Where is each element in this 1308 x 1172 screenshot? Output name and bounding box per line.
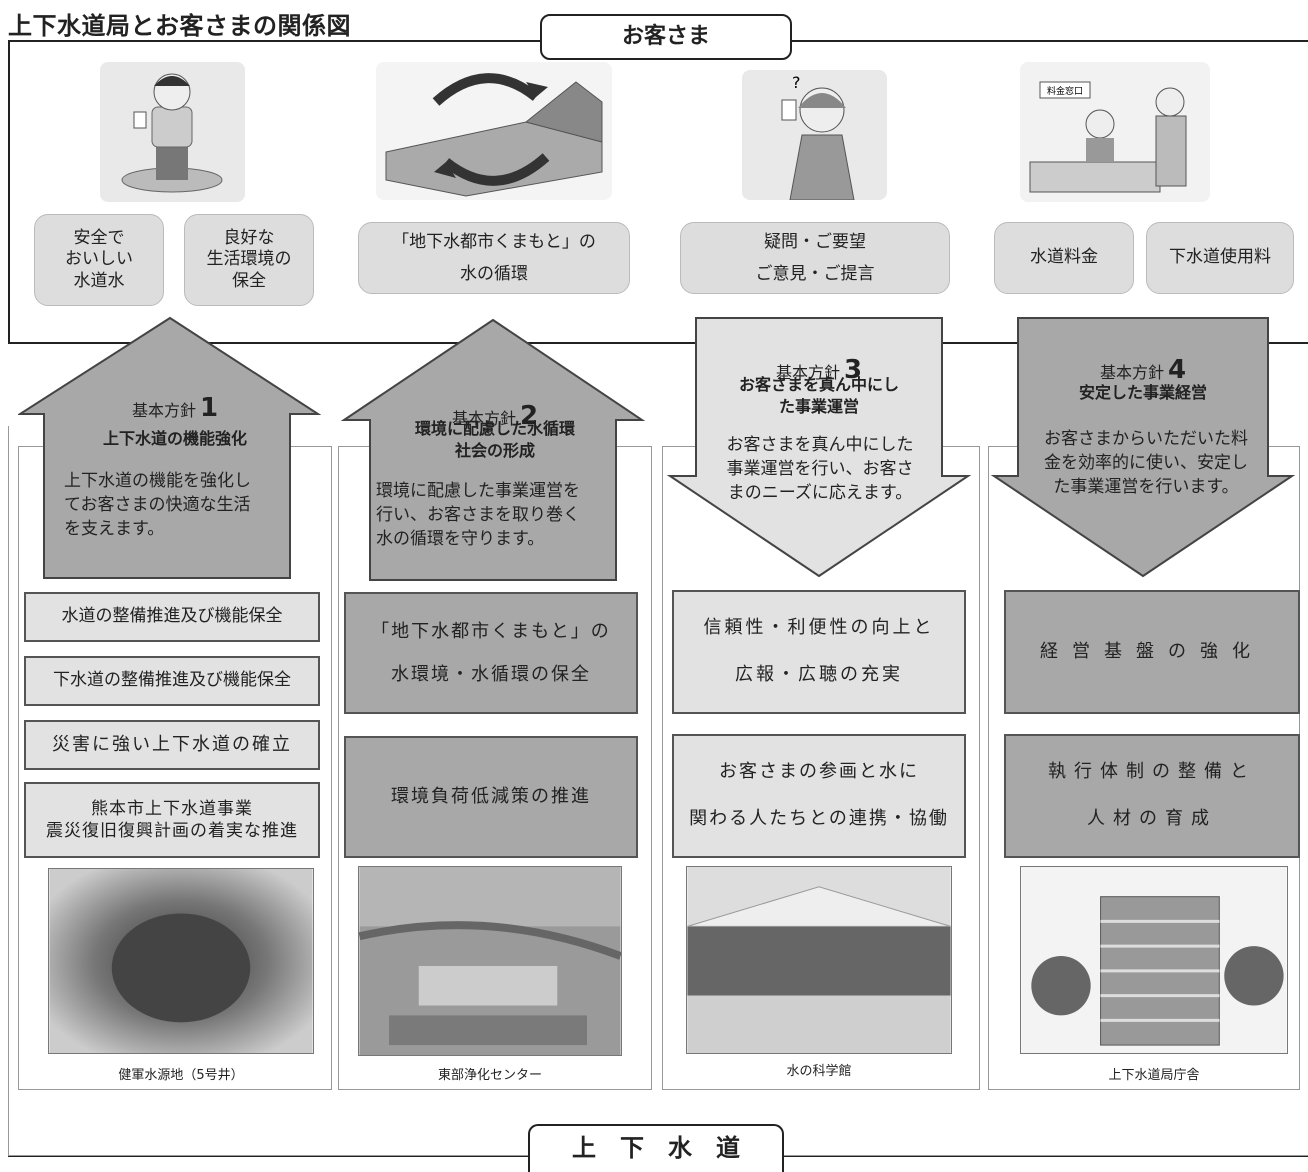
policy-label-text: 基本方針: [131, 401, 196, 421]
policy-2-arrow: [340, 318, 646, 581]
bureau-office-building-photo: [1020, 866, 1288, 1054]
policy-1-description: 上下水道の機能を強化し てお客さまの快適な生活 を支えます。: [64, 471, 251, 539]
person-with-glass-illustration: [100, 62, 245, 202]
woman-with-question-illustration: ?: [742, 70, 887, 200]
policy-number: 2: [519, 401, 539, 432]
policy-number: 3: [843, 355, 863, 386]
measure-sewer-maintenance: 下水道の整備推進及び機能保全: [24, 656, 320, 706]
policy-number: 1: [199, 393, 219, 424]
measure-management-base: 経営基盤の強化: [1004, 590, 1300, 714]
sewer-fee-pill: 下水道使用料: [1146, 222, 1294, 294]
measure-environmental-load: 環境負荷低減策の推進: [344, 736, 638, 858]
kengun-well-photo: [48, 868, 314, 1054]
measure-disaster-resilience: 災害に強い上下水道の確立: [24, 720, 320, 770]
page-title: 上下水道局とお客さまの関係図: [8, 12, 351, 40]
policy-3-arrow: [666, 317, 972, 578]
policy-label-text: 基本方針: [1099, 363, 1164, 383]
bureau-office-building-caption: 上下水道局庁舎: [1108, 1068, 1200, 1083]
measure-customer-participation: お客さまの参画と水に 関わる人たちとの連携・協働: [672, 734, 966, 858]
water-cycle-illustration: [376, 62, 612, 200]
eastern-treatment-center-caption: 東部浄化センター: [437, 1068, 542, 1083]
policy-4-heading: 安定した事業経営: [1078, 383, 1207, 402]
policy-4-arrow: [990, 317, 1296, 578]
eastern-treatment-center-photo: [358, 866, 622, 1056]
groundwater-cycle-pill: 「地下水都市くまもと」の 水の循環: [358, 222, 630, 294]
measure-water-environment: 「地下水都市くまもと」の 水環境・水循環の保全: [344, 592, 638, 714]
water-science-museum-photo: [686, 866, 952, 1054]
living-environment-pill: 良好な 生活環境の 保全: [184, 214, 314, 306]
water-science-museum-caption: 水の科学館: [786, 1064, 852, 1079]
policy-1-arrow: [18, 316, 322, 579]
utility-tab: 上 下 水 道: [528, 1124, 784, 1172]
inquiries-pill: 疑問・ご要望 ご意見・ご提言: [680, 222, 950, 294]
policy-number: 4: [1167, 355, 1187, 386]
safe-tap-water-pill: 安全で おいしい 水道水: [34, 214, 164, 306]
policy-2-heading: 環境に配慮した水循環 社会の形成: [414, 419, 575, 461]
policy-label-text: 基本方針: [775, 363, 840, 383]
policy-3-description: お客さまを真ん中にした 事業運営を行い、お客さ まのニーズに応えます。: [726, 435, 914, 503]
policy-label-text: 基本方針: [451, 409, 516, 429]
policy-2-description: 環境に配慮した事業運営を 行い、お客さまを取り巻く 水の循環を守ります。: [376, 481, 580, 549]
customer-tab: お客さま: [540, 14, 792, 60]
measure-water-maintenance: 水道の整備推進及び機能保全: [24, 592, 320, 642]
water-fee-pill: 水道料金: [994, 222, 1134, 294]
policy-4-description: お客さまからいただいた料 金を効率的に使い、安定し た事業運営を行います。: [1044, 429, 1248, 497]
customer-service-counter-illustration: 料金窓口: [1020, 62, 1210, 202]
policy-3-heading: お客さまを真ん中にし た事業運営: [738, 375, 899, 417]
measure-reliability-pr: 信頼性・利便性の向上と 広報・広聴の充実: [672, 590, 966, 714]
measure-organization-hr: 執行体制の整備と 人材の育成: [1004, 734, 1300, 858]
measure-earthquake-recovery: 熊本市上下水道事業 震災復旧復興計画の着実な推進: [24, 782, 320, 858]
kengun-well-caption: 健軍水源地（5号井）: [118, 1068, 244, 1083]
policy-1-heading: 上下水道の機能強化: [102, 429, 247, 448]
counter-sign: 料金窓口: [1047, 85, 1083, 97]
svg-text:?: ?: [792, 73, 801, 92]
